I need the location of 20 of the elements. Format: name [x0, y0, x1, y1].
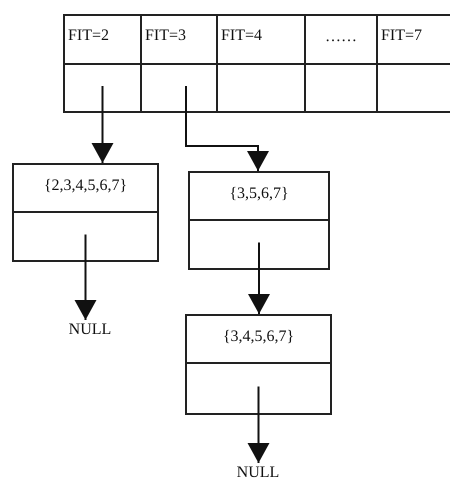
- set-label: {3,4,5,6,7}: [222, 328, 296, 346]
- arrow: [248, 242, 270, 314]
- null-label: NULL: [68, 321, 112, 339]
- arrow: [92, 86, 114, 163]
- table-header-cell: [63, 14, 142, 65]
- arrow: [74, 234, 96, 320]
- null-label: NULL: [236, 464, 280, 482]
- fit-label: FIT=7: [381, 27, 422, 45]
- list-node-box: [185, 314, 332, 415]
- arrow: [248, 386, 270, 463]
- set-label: {2,3,4,5,6,7}: [42, 177, 128, 195]
- set-label: {3,5,6,7}: [228, 185, 290, 203]
- fit-label: FIT=2: [68, 27, 110, 45]
- fit-label: FIT=3: [145, 27, 186, 45]
- list-node-box: [188, 171, 330, 270]
- fit-label: FIT=4: [221, 27, 262, 45]
- list-node-box: [12, 163, 159, 262]
- arrow: [185, 86, 269, 171]
- pointer-cell: [63, 63, 142, 113]
- ellipsis-text: ……: [324, 28, 358, 46]
